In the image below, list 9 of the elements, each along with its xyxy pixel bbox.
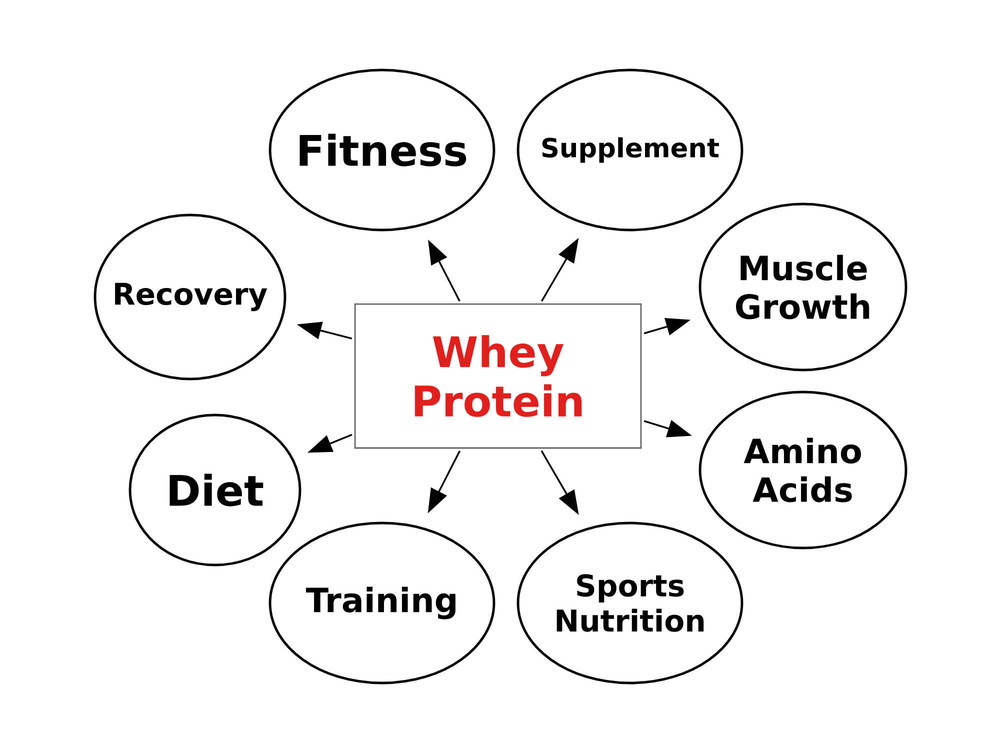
- ellipse-node: Diet: [128, 414, 302, 566]
- ellipse-node: Supplement: [516, 68, 744, 232]
- ellipse-node: Recovery: [94, 214, 286, 380]
- ellipse-node: Muscle Growth: [698, 202, 908, 372]
- ellipse-node: Sports Nutrition: [516, 522, 744, 684]
- topic-box: Whey Protein: [354, 303, 642, 449]
- ellipse-node: Fitness: [268, 68, 496, 232]
- ellipse-node: Training: [268, 522, 496, 684]
- ellipse-node: Amino Acids: [698, 390, 908, 550]
